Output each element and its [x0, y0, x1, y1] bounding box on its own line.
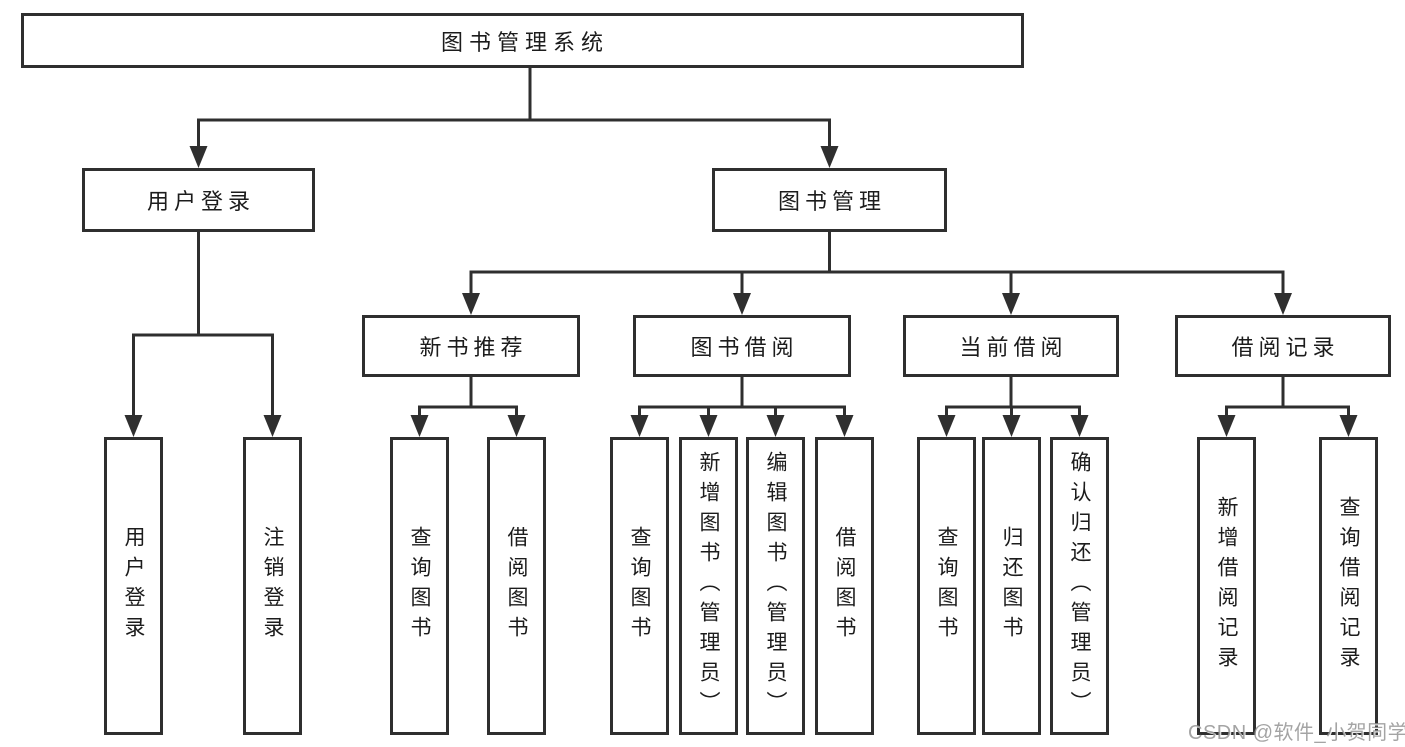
- leaf-label: 确认归还（管理员）: [1068, 451, 1092, 721]
- node-label: 图书管理系统: [440, 29, 609, 55]
- arrow-down-icon: [410, 415, 429, 437]
- arrow-down-icon: [630, 415, 649, 437]
- leaf-add-borrow-record: 新增借阅记录: [1197, 437, 1256, 735]
- node-label: 当前借阅: [959, 335, 1068, 360]
- arrow-down-icon: [189, 146, 208, 168]
- arrow-down-icon: [507, 415, 526, 437]
- node-label: 图书管理: [777, 189, 886, 214]
- leaf-label: 新增图书（管理员）: [697, 451, 721, 721]
- arrow-down-icon: [766, 415, 785, 437]
- node-label: 新书推荐: [419, 335, 528, 360]
- csdn-watermark: CSDN @软件_小贺同学: [1188, 722, 1405, 744]
- leaf-label: 查询图书: [408, 526, 432, 646]
- node-library-system: 图书管理系统: [21, 13, 1024, 68]
- arrow-down-icon: [1339, 415, 1358, 437]
- arrow-down-icon: [1002, 293, 1020, 315]
- connector-records-to-leaves: [1225, 377, 1350, 421]
- leaf-label: 用户登录: [122, 526, 146, 646]
- leaf-edit-books-admin: 编辑图书（管理员）: [746, 437, 805, 735]
- node-new-book-recommend: 新书推荐: [362, 315, 580, 377]
- leaf-recommend-borrow-books: 借阅图书: [487, 437, 546, 735]
- arrow-down-icon: [1217, 415, 1236, 437]
- leaf-recommend-query-books: 查询图书: [390, 437, 449, 735]
- node-label: 用户登录: [146, 189, 255, 214]
- leaf-label: 新增借阅记录: [1215, 496, 1239, 676]
- leaf-confirm-return-admin: 确认归还（管理员）: [1050, 437, 1109, 735]
- node-book-borrowing: 图书借阅: [633, 315, 851, 377]
- arrowheads: [124, 146, 1358, 437]
- arrow-down-icon: [820, 146, 839, 168]
- leaf-add-books-admin: 新增图书（管理员）: [679, 437, 738, 735]
- leaf-logout: 注销登录: [243, 437, 302, 735]
- leaf-label: 归还图书: [1000, 526, 1024, 646]
- arrow-down-icon: [733, 293, 751, 315]
- connector-root-to-level2: [197, 68, 831, 150]
- leaf-return-books: 归还图书: [982, 437, 1041, 735]
- leaf-borrow-books: 借阅图书: [815, 437, 874, 735]
- arrow-down-icon: [1070, 415, 1089, 437]
- leaf-label: 借阅图书: [833, 526, 857, 646]
- connector-current-to-leaves: [945, 377, 1081, 421]
- node-user-login: 用户登录: [82, 168, 315, 232]
- arrow-down-icon: [263, 415, 282, 437]
- node-book-management: 图书管理: [712, 168, 947, 232]
- node-borrowing-records: 借阅记录: [1175, 315, 1391, 377]
- connector-recommend-to-leaves: [418, 377, 518, 421]
- arrow-down-icon: [835, 415, 854, 437]
- arrow-down-icon: [699, 415, 718, 437]
- connector-user-login-to-leaves: [132, 232, 274, 419]
- leaf-label: 注销登录: [261, 526, 285, 646]
- arrow-down-icon: [1002, 415, 1021, 437]
- node-label: 借阅记录: [1231, 335, 1340, 360]
- leaf-label: 查询图书: [935, 526, 959, 646]
- leaf-label: 编辑图书（管理员）: [764, 451, 788, 721]
- arrow-down-icon: [937, 415, 956, 437]
- leaf-current-query-books: 查询图书: [917, 437, 976, 735]
- leaf-query-borrow-record: 查询借阅记录: [1319, 437, 1378, 735]
- leaf-user-login: 用户登录: [104, 437, 163, 735]
- arrow-down-icon: [462, 293, 480, 315]
- node-label: 图书借阅: [690, 335, 799, 360]
- connector-book-mgmt-to-level3: [469, 232, 1285, 297]
- leaf-borrow-query-books: 查询图书: [610, 437, 669, 735]
- leaf-label: 查询图书: [628, 526, 652, 646]
- leaf-label: 查询借阅记录: [1337, 496, 1361, 676]
- leaf-label: 借阅图书: [505, 526, 529, 646]
- connector-borrow-to-leaves: [638, 377, 846, 421]
- arrow-down-icon: [1274, 293, 1292, 315]
- node-current-borrowing: 当前借阅: [903, 315, 1119, 377]
- arrow-down-icon: [124, 415, 143, 437]
